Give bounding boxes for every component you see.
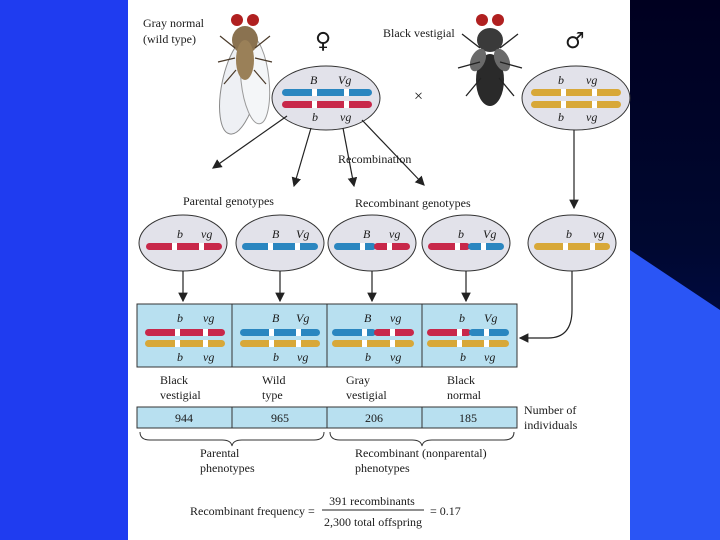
offspring-1-top-right: vg (203, 311, 214, 325)
offspring-2-top-right: Vg (296, 311, 309, 325)
gamete-2-allele-right: Vg (296, 227, 309, 241)
gamete-oval-4 (421, 214, 511, 272)
recombinant-phenotypes-line1: Recombinant (nonparental) (355, 446, 487, 460)
offspring-4-bottom-left: b (460, 350, 466, 364)
phenotype-2-line1: Wild (262, 373, 286, 387)
offspring-2-bottom-right: vg (297, 350, 308, 364)
phenotype-4-line2: normal (447, 388, 482, 402)
female-allele-bottom-left: b (312, 110, 318, 124)
formula-result: = 0.17 (430, 504, 461, 518)
phenotype-braces (139, 431, 515, 447)
offspring-3-bottom-left: b (365, 350, 371, 364)
female-allele-top-left: B (310, 73, 318, 87)
gamete-3-allele-left: B (363, 227, 371, 241)
recombinant-phenotypes-line2: phenotypes (355, 461, 410, 475)
offspring-4-bottom-right: vg (484, 350, 495, 364)
formula-numerator: 391 recombinants (329, 494, 415, 508)
parental-genotypes-label: Parental genotypes (183, 194, 274, 208)
female-allele-top-right: Vg (338, 73, 351, 87)
formula-label: Recombinant frequency = (190, 504, 315, 518)
count-cell-1: 944 (175, 411, 193, 425)
offspring-2-top-left: B (272, 311, 280, 325)
male-fly-illustration (457, 14, 523, 106)
gamete-3-allele-right: vg (389, 227, 400, 241)
male-allele-top-left: b (558, 73, 564, 87)
gamete-4-allele-right: Vg (483, 227, 496, 241)
male-allele-top-right: vg (586, 73, 597, 87)
offspring-1-top-left: b (177, 311, 183, 325)
gamete-4-allele-left: b (458, 227, 464, 241)
number-label-line2: individuals (524, 418, 578, 432)
female-label-line1: Gray normal (143, 16, 205, 30)
gamete-oval-1 (138, 214, 228, 272)
phenotype-2-line2: type (262, 388, 283, 402)
gamete-1-allele-right: vg (201, 227, 212, 241)
gamete-oval-2 (235, 214, 325, 272)
male-label: Black vestigial (383, 26, 455, 40)
female-symbol-icon: ♀ (315, 29, 331, 54)
offspring-3-top-left: B (364, 311, 372, 325)
offspring-3-bottom-right: vg (390, 350, 401, 364)
number-label-line1: Number of (524, 403, 576, 417)
male-allele-bottom-right: vg (586, 110, 597, 124)
parental-phenotypes-line1: Parental (200, 446, 240, 460)
phenotype-1-line2: vestigial (160, 388, 201, 402)
male-gamete-allele-left: b (566, 227, 572, 241)
recombination-label: Recombination (338, 152, 411, 166)
cross-symbol: × (414, 88, 423, 105)
slide-background-left (0, 0, 128, 540)
offspring-cell-3-chromosomes (332, 329, 414, 347)
male-symbol-icon: ♂ (565, 29, 585, 54)
gamete-1-allele-left: b (177, 227, 183, 241)
offspring-cell-1-chromosomes (145, 329, 225, 347)
gamete-2-allele-left: B (272, 227, 280, 241)
offspring-cell-4-chromosomes (427, 329, 509, 347)
female-chromosome-oval (271, 65, 381, 131)
slide-background-wedge (630, 250, 720, 540)
offspring-2-bottom-left: b (273, 350, 279, 364)
male-allele-bottom-left: b (558, 110, 564, 124)
phenotype-1-line1: Black (160, 373, 188, 387)
offspring-1-bottom-right: vg (203, 350, 214, 364)
female-label-line2: (wild type) (143, 32, 196, 46)
male-gamete-allele-right: vg (593, 227, 604, 241)
offspring-arrows (178, 271, 573, 343)
phenotype-3-line1: Gray (346, 373, 370, 387)
female-fly-illustration (217, 14, 273, 135)
male-gamete-oval (527, 214, 617, 272)
offspring-4-top-right: Vg (484, 311, 497, 325)
gamete-oval-3 (327, 214, 417, 272)
formula-denominator: 2,300 total offspring (324, 515, 422, 529)
offspring-1-bottom-left: b (177, 350, 183, 364)
male-chromosome-oval (521, 65, 631, 131)
female-allele-bottom-right: vg (340, 110, 351, 124)
count-cell-3: 206 (365, 411, 383, 425)
count-cell-4: 185 (459, 411, 477, 425)
phenotype-3-line2: vestigial (346, 388, 387, 402)
offspring-3-top-right: vg (390, 311, 401, 325)
recombinant-genotypes-label: Recombinant genotypes (355, 196, 471, 210)
offspring-4-top-left: b (459, 311, 465, 325)
phenotype-4-line1: Black (447, 373, 475, 387)
count-row (136, 406, 518, 429)
female-gamete-arrows (212, 115, 425, 188)
count-cell-2: 965 (271, 411, 289, 425)
parental-phenotypes-line2: phenotypes (200, 461, 255, 475)
offspring-cell-2-chromosomes (240, 329, 320, 347)
